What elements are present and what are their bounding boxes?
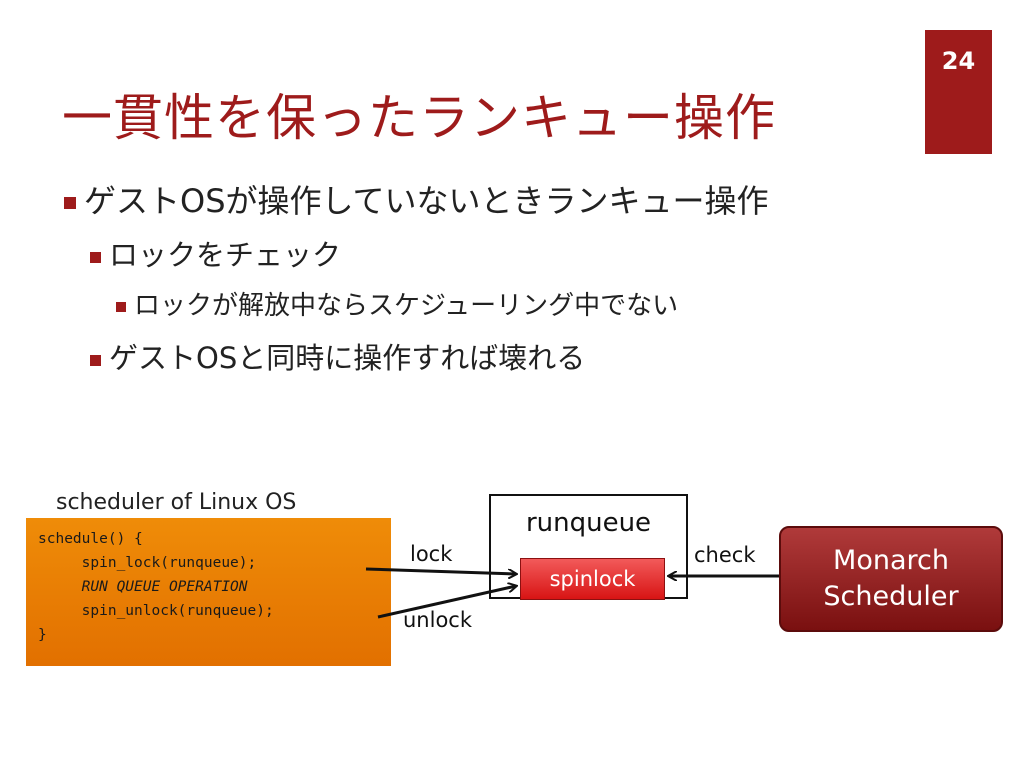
code-line: schedule() { bbox=[38, 531, 143, 547]
bullet-text: ゲストOSと同時に操作すれば壊れる bbox=[109, 341, 586, 375]
code-line: RUN QUEUE OPERATION bbox=[38, 579, 248, 595]
page-number: 24 bbox=[925, 30, 992, 154]
bullet-square-icon bbox=[90, 251, 101, 263]
unlock-label: unlock bbox=[403, 608, 473, 632]
code-line: spin_lock(runqueue); bbox=[38, 555, 257, 571]
bullet-lock-released: ロックが解放中ならスケジューリング中でない bbox=[116, 285, 678, 322]
bullet-check-lock: ロックをチェック bbox=[90, 232, 341, 274]
lock-label: lock bbox=[410, 542, 453, 566]
runqueue-label: runqueue bbox=[525, 508, 652, 538]
lock-arrow bbox=[365, 567, 516, 574]
code-caption: scheduler of Linux OS bbox=[56, 490, 297, 515]
check-label: check bbox=[694, 543, 756, 567]
bullet-square-icon bbox=[116, 301, 126, 312]
bullet-concurrent-corrupt: ゲストOSと同時に操作すれば壊れる bbox=[90, 335, 585, 377]
monarch-scheduler-box: Monarch Scheduler bbox=[779, 526, 1003, 632]
monarch-label-line1: Monarch bbox=[833, 545, 949, 576]
slide-title: 一貫性を保ったランキュー操作 bbox=[62, 89, 776, 147]
bullet-text: ゲストOSが操作していないときランキュー操作 bbox=[84, 182, 769, 220]
bullet-square-icon bbox=[90, 354, 101, 366]
monarch-label-line2: Scheduler bbox=[823, 581, 959, 612]
bullet-text: ロックが解放中ならスケジューリング中でない bbox=[134, 291, 679, 321]
bullet-square-icon bbox=[64, 197, 76, 209]
code-box: schedule() { spin_lock(runqueue); RUN QU… bbox=[26, 518, 391, 666]
code-line: } bbox=[38, 627, 47, 643]
unlock-arrow bbox=[377, 586, 516, 619]
code-line: spin_unlock(runqueue); bbox=[38, 603, 274, 619]
bullet-guest-os-idle: ゲストOSが操作していないときランキュー操作 bbox=[64, 176, 769, 222]
spinlock-box: spinlock bbox=[520, 558, 665, 600]
bullet-text: ロックをチェック bbox=[109, 238, 342, 272]
